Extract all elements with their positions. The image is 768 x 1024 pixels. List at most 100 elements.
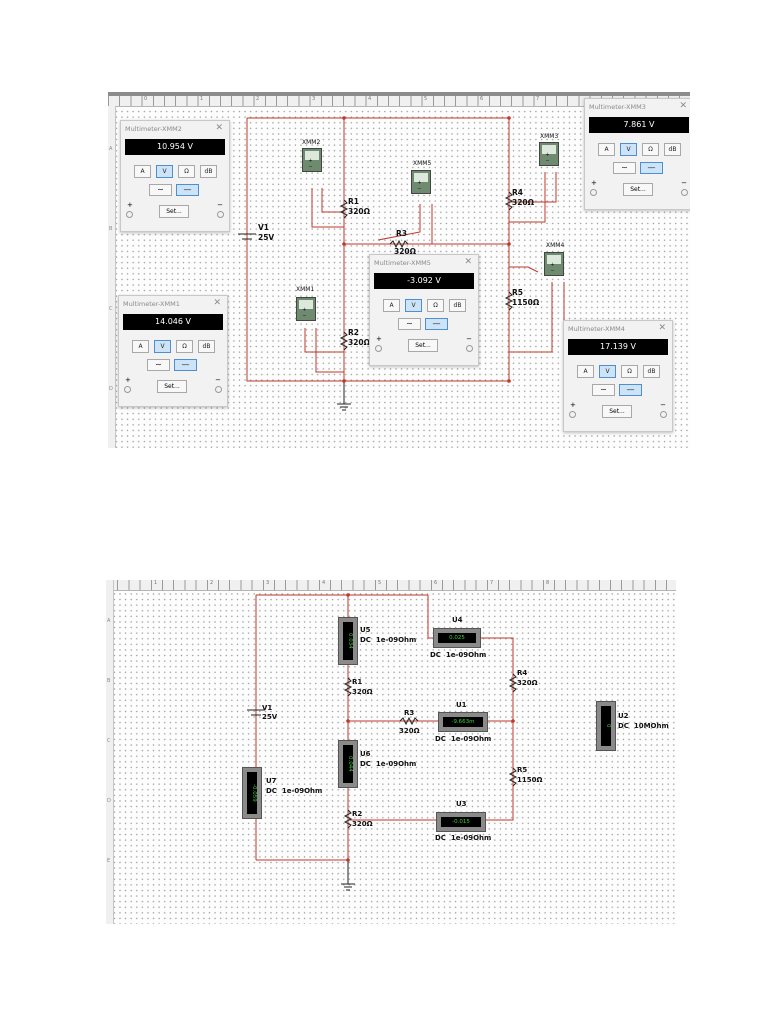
multimeter-xmm2-icon[interactable]: + − xyxy=(302,148,322,172)
multimeter-xmm5-icon[interactable]: + − xyxy=(411,170,431,194)
ammeter-u6[interactable]: 0.044 xyxy=(338,740,358,788)
r3-value: 320Ω xyxy=(394,247,417,256)
dc-mode-button[interactable]: — xyxy=(174,359,197,371)
multimeter-xmm3-icon[interactable]: + − xyxy=(539,142,559,166)
r2-label: R2 xyxy=(348,328,359,337)
ruler-tick: 6 xyxy=(480,96,484,102)
ruler-tick: 4 xyxy=(368,96,372,102)
u7-spec: DC 1e-09Ohm xyxy=(266,787,323,795)
ruler-tick: 3 xyxy=(312,96,316,102)
ruler-tick: 5 xyxy=(424,96,428,102)
multimeter-window-xmm2[interactable]: Multimeter-XMM2 ✕ 10.954 V A V Ω dB ∼ — … xyxy=(120,120,230,232)
close-icon[interactable]: ✕ xyxy=(658,323,666,333)
ammeter-u3[interactable]: -0.015 xyxy=(436,812,486,832)
multimeter-xmm4-icon[interactable]: + − xyxy=(544,252,564,276)
dc-mode-button[interactable]: — xyxy=(640,162,663,174)
v1-value: 25V xyxy=(262,713,278,721)
ammeter-reading: 0 xyxy=(601,706,611,746)
ruler-tick: 2 xyxy=(210,580,214,586)
ohmmeter-mode-button[interactable]: Ω xyxy=(642,143,659,156)
ammeter-u1[interactable]: -9.663m xyxy=(438,712,488,732)
u1-label: U1 xyxy=(456,701,467,709)
ac-mode-button[interactable]: ∼ xyxy=(149,184,172,196)
multimeter-window-xmm5[interactable]: Multimeter-XMM5 ✕ -3.092 V A V Ω dB ∼ — … xyxy=(369,254,479,366)
ruler-row: B xyxy=(107,678,111,684)
xmm4-icon-label: XMM4 xyxy=(546,242,565,249)
ammeter-u7[interactable]: -0.059 xyxy=(242,767,262,819)
voltmeter-mode-button[interactable]: V xyxy=(599,365,616,378)
reading-display: 17.139 V xyxy=(568,339,668,355)
ammeter-u2[interactable]: 0 xyxy=(596,701,616,751)
ruler-row: C xyxy=(107,738,111,744)
minus-terminal-label: − xyxy=(217,201,223,209)
multimeter-window-xmm1[interactable]: Multimeter-XMM1 ✕ 14.046 V A V Ω dB ∼ — … xyxy=(118,295,228,407)
ammeter-mode-button[interactable]: A xyxy=(577,365,594,378)
voltmeter-mode-button[interactable]: V xyxy=(405,299,422,312)
dc-mode-button[interactable]: — xyxy=(425,318,448,330)
close-icon[interactable]: ✕ xyxy=(464,257,472,267)
settings-button[interactable]: Set... xyxy=(602,405,632,418)
ac-mode-button[interactable]: ∼ xyxy=(147,359,170,371)
xmm2-icon-label: XMM2 xyxy=(302,139,321,146)
u3-spec: DC 1e-09Ohm xyxy=(435,834,492,842)
u5-label: U5 xyxy=(360,626,371,634)
positive-terminal-icon xyxy=(590,189,597,196)
decibel-mode-button[interactable]: dB xyxy=(643,365,660,378)
r1-value: 320Ω xyxy=(352,688,373,696)
ammeter-mode-button[interactable]: A xyxy=(134,165,151,178)
dc-mode-button[interactable]: — xyxy=(619,384,642,396)
ohmmeter-mode-button[interactable]: Ω xyxy=(621,365,638,378)
r3-value: 320Ω xyxy=(399,727,420,735)
multimeter-window-xmm3[interactable]: Multimeter-XMM3 ✕ 7.861 V A V Ω dB ∼ — +… xyxy=(584,98,690,210)
ruler-row: E xyxy=(107,858,111,864)
reading-display: 10.954 V xyxy=(125,139,225,155)
ac-mode-button[interactable]: ∼ xyxy=(592,384,615,396)
settings-button[interactable]: Set... xyxy=(159,205,189,218)
ohmmeter-mode-button[interactable]: Ω xyxy=(176,340,193,353)
decibel-mode-button[interactable]: dB xyxy=(198,340,215,353)
vertical-ruler: A B C D E xyxy=(106,580,114,924)
ammeter-u4[interactable]: 0.025 xyxy=(433,628,481,648)
r5-label: R5 xyxy=(512,288,523,297)
settings-button[interactable]: Set... xyxy=(623,183,653,196)
plus-terminal-label: + xyxy=(570,401,576,409)
decibel-mode-button[interactable]: dB xyxy=(449,299,466,312)
close-icon[interactable]: ✕ xyxy=(215,123,223,133)
ohmmeter-mode-button[interactable]: Ω xyxy=(178,165,195,178)
settings-button[interactable]: Set... xyxy=(408,339,438,352)
multimeter-xmm1-icon[interactable]: + − xyxy=(296,297,316,321)
schematic-canvas-ammeters[interactable]: 1 2 3 4 5 6 7 8 A B C D E xyxy=(106,580,676,924)
settings-button[interactable]: Set... xyxy=(157,380,187,393)
schematic-canvas-voltmeters[interactable]: 0 1 2 3 4 5 6 7 A B C D xyxy=(108,92,690,448)
decibel-mode-button[interactable]: dB xyxy=(664,143,681,156)
positive-terminal-icon xyxy=(126,211,133,218)
v1-value: 25V xyxy=(258,233,275,242)
ac-mode-button[interactable]: ∼ xyxy=(398,318,421,330)
positive-terminal-icon xyxy=(375,345,382,352)
dc-mode-button[interactable]: — xyxy=(176,184,199,196)
horizontal-ruler: 0 1 2 3 4 5 6 7 xyxy=(108,96,690,107)
ammeter-u5[interactable]: 0.034 xyxy=(338,617,358,665)
voltmeter-mode-button[interactable]: V xyxy=(620,143,637,156)
r4-label: R4 xyxy=(517,669,528,677)
r1-value: 320Ω xyxy=(348,207,371,216)
u5-spec: DC 1e-09Ohm xyxy=(360,636,417,644)
plus-terminal-label: + xyxy=(591,179,597,187)
ruler-tick: 2 xyxy=(256,96,260,102)
ohmmeter-mode-button[interactable]: Ω xyxy=(427,299,444,312)
ammeter-mode-button[interactable]: A xyxy=(598,143,615,156)
ruler-tick: 3 xyxy=(266,580,270,586)
ammeter-mode-button[interactable]: A xyxy=(383,299,400,312)
r1-label: R1 xyxy=(348,197,359,206)
multimeter-window-xmm4[interactable]: Multimeter-XMM4 ✕ 17.139 V A V Ω dB ∼ — … xyxy=(563,320,673,432)
r3-label: R3 xyxy=(404,709,415,717)
close-icon[interactable]: ✕ xyxy=(679,101,687,111)
voltmeter-mode-button[interactable]: V xyxy=(154,340,171,353)
voltmeter-mode-button[interactable]: V xyxy=(156,165,173,178)
decibel-mode-button[interactable]: dB xyxy=(200,165,217,178)
ac-mode-button[interactable]: ∼ xyxy=(613,162,636,174)
close-icon[interactable]: ✕ xyxy=(213,298,221,308)
ammeter-mode-button[interactable]: A xyxy=(132,340,149,353)
r5-value: 1150Ω xyxy=(512,298,540,307)
xmm3-icon-label: XMM3 xyxy=(540,133,559,140)
